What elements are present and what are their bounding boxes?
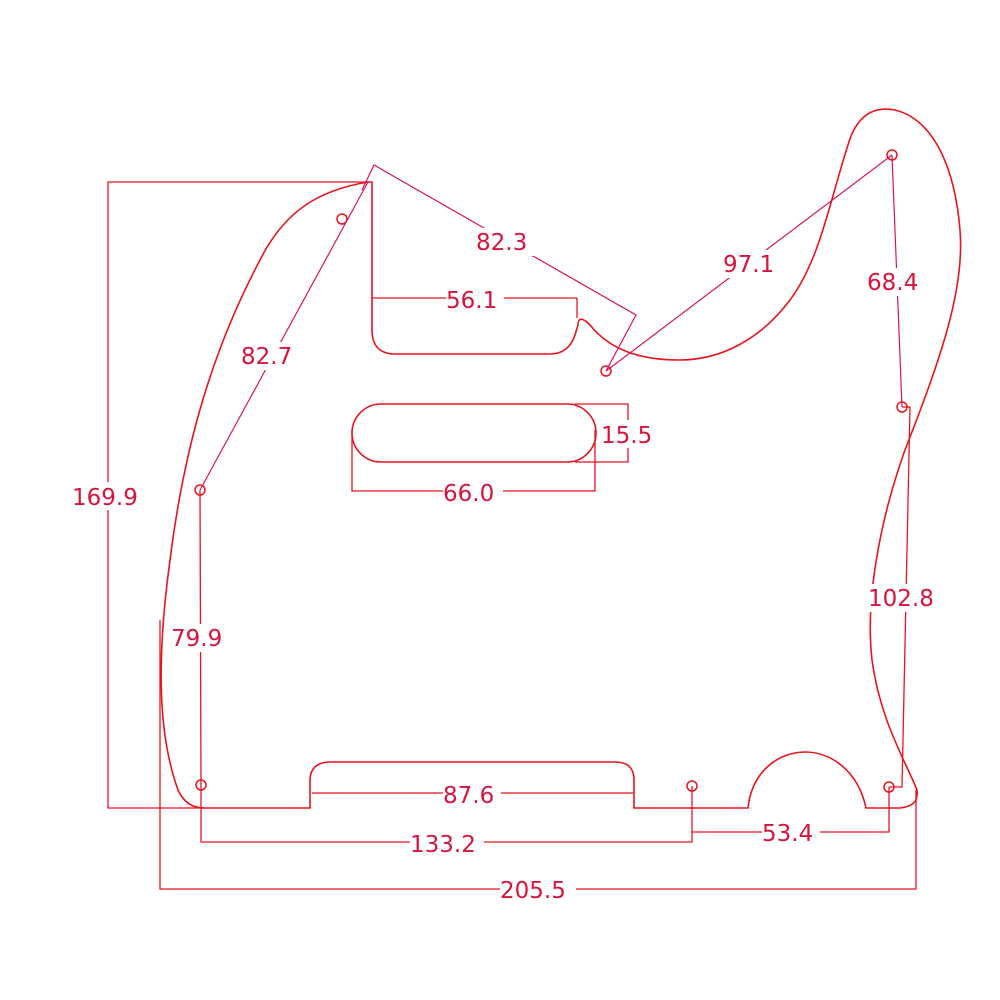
svg-text:68.4: 68.4 (867, 270, 918, 296)
svg-text:79.9: 79.9 (171, 626, 222, 652)
label-horn-vertical: 68.4 (867, 268, 927, 296)
svg-text:53.4: 53.4 (762, 821, 813, 847)
svg-text:82.3: 82.3 (476, 230, 527, 256)
label-bridge-height: 15.5 (601, 420, 657, 449)
label-overall-height: 169.9 (72, 482, 146, 511)
pickguard-outline (160, 108, 962, 809)
label-bridge-width: 66.0 (443, 480, 503, 507)
dim-line-overall-width (159, 620, 917, 890)
label-overall-width: 205.5 (500, 876, 576, 904)
dim-line-neck-diag (361, 164, 637, 372)
dim-line-left-upper-diag (199, 181, 369, 491)
svg-text:87.6: 87.6 (443, 783, 494, 809)
svg-text:102.8: 102.8 (868, 586, 934, 612)
dim-line-overall-height (107, 181, 368, 809)
label-neck-diag: 82.3 (476, 228, 536, 256)
label-left-upper-diag: 82.7 (241, 342, 301, 370)
screw-hole (336, 213, 348, 225)
label-right-vertical: 102.8 (868, 584, 942, 612)
label-neck-slot: 56.1 (446, 286, 504, 314)
svg-text:15.5: 15.5 (601, 423, 652, 449)
label-bottom-slot: 87.6 (443, 781, 501, 809)
svg-text:82.7: 82.7 (241, 344, 292, 370)
svg-text:66.0: 66.0 (443, 481, 494, 507)
label-bottom-right: 53.4 (762, 820, 820, 848)
svg-text:97.1: 97.1 (723, 252, 774, 278)
svg-text:169.9: 169.9 (72, 485, 138, 511)
bridge-pickup-slot (351, 403, 597, 463)
label-bottom-holes: 133.2 (410, 830, 484, 858)
label-horn-diag: 97.1 (723, 250, 777, 278)
svg-text:56.1: 56.1 (446, 288, 497, 314)
svg-text:205.5: 205.5 (500, 878, 566, 904)
label-left-vertical: 79.9 (171, 624, 231, 652)
svg-text:133.2: 133.2 (410, 832, 476, 858)
dim-line-bottom-right (692, 787, 890, 833)
